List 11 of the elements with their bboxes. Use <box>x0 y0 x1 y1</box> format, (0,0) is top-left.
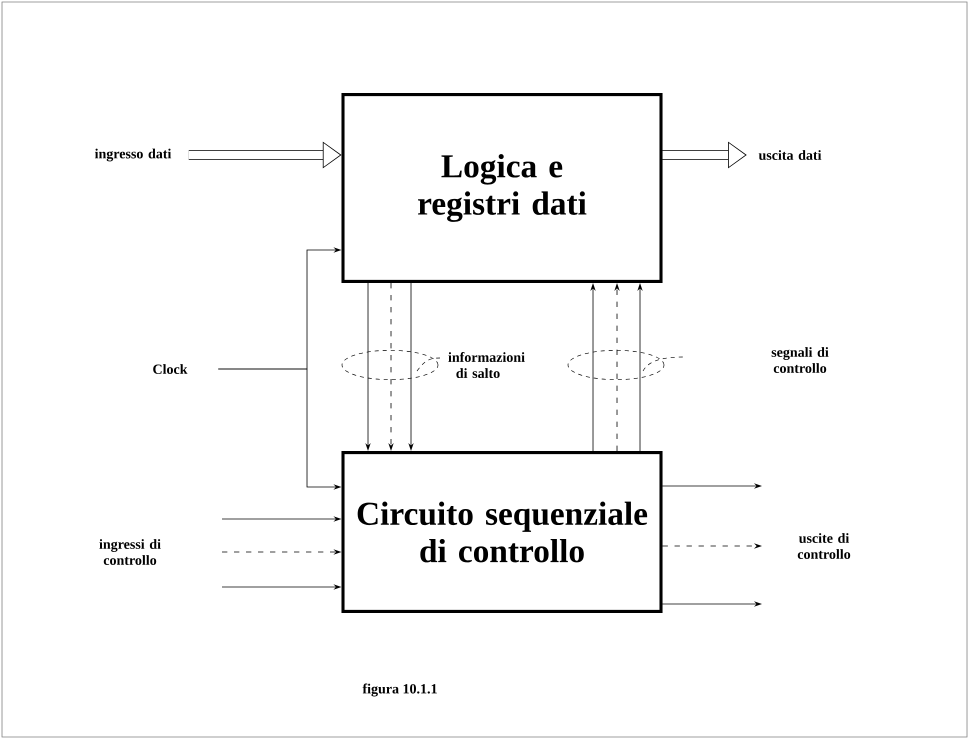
signal-label: informazioni di salto <box>448 352 525 378</box>
block-box: Logica e registri dati <box>341 93 663 283</box>
bus-arrow <box>188 142 342 168</box>
signal-label: uscite di controllo <box>798 533 850 559</box>
signal-label: segnali di controllo <box>772 347 829 373</box>
signal-label: Clock <box>153 364 188 374</box>
signal-label: ingresso dati <box>94 148 172 162</box>
figure-caption: figura 10.1.1 <box>362 684 437 696</box>
signal-label: uscita dati <box>758 150 822 160</box>
signal-label: ingressi di controllo <box>99 539 161 565</box>
block-box: Circuito sequenziale di controllo <box>341 451 663 613</box>
